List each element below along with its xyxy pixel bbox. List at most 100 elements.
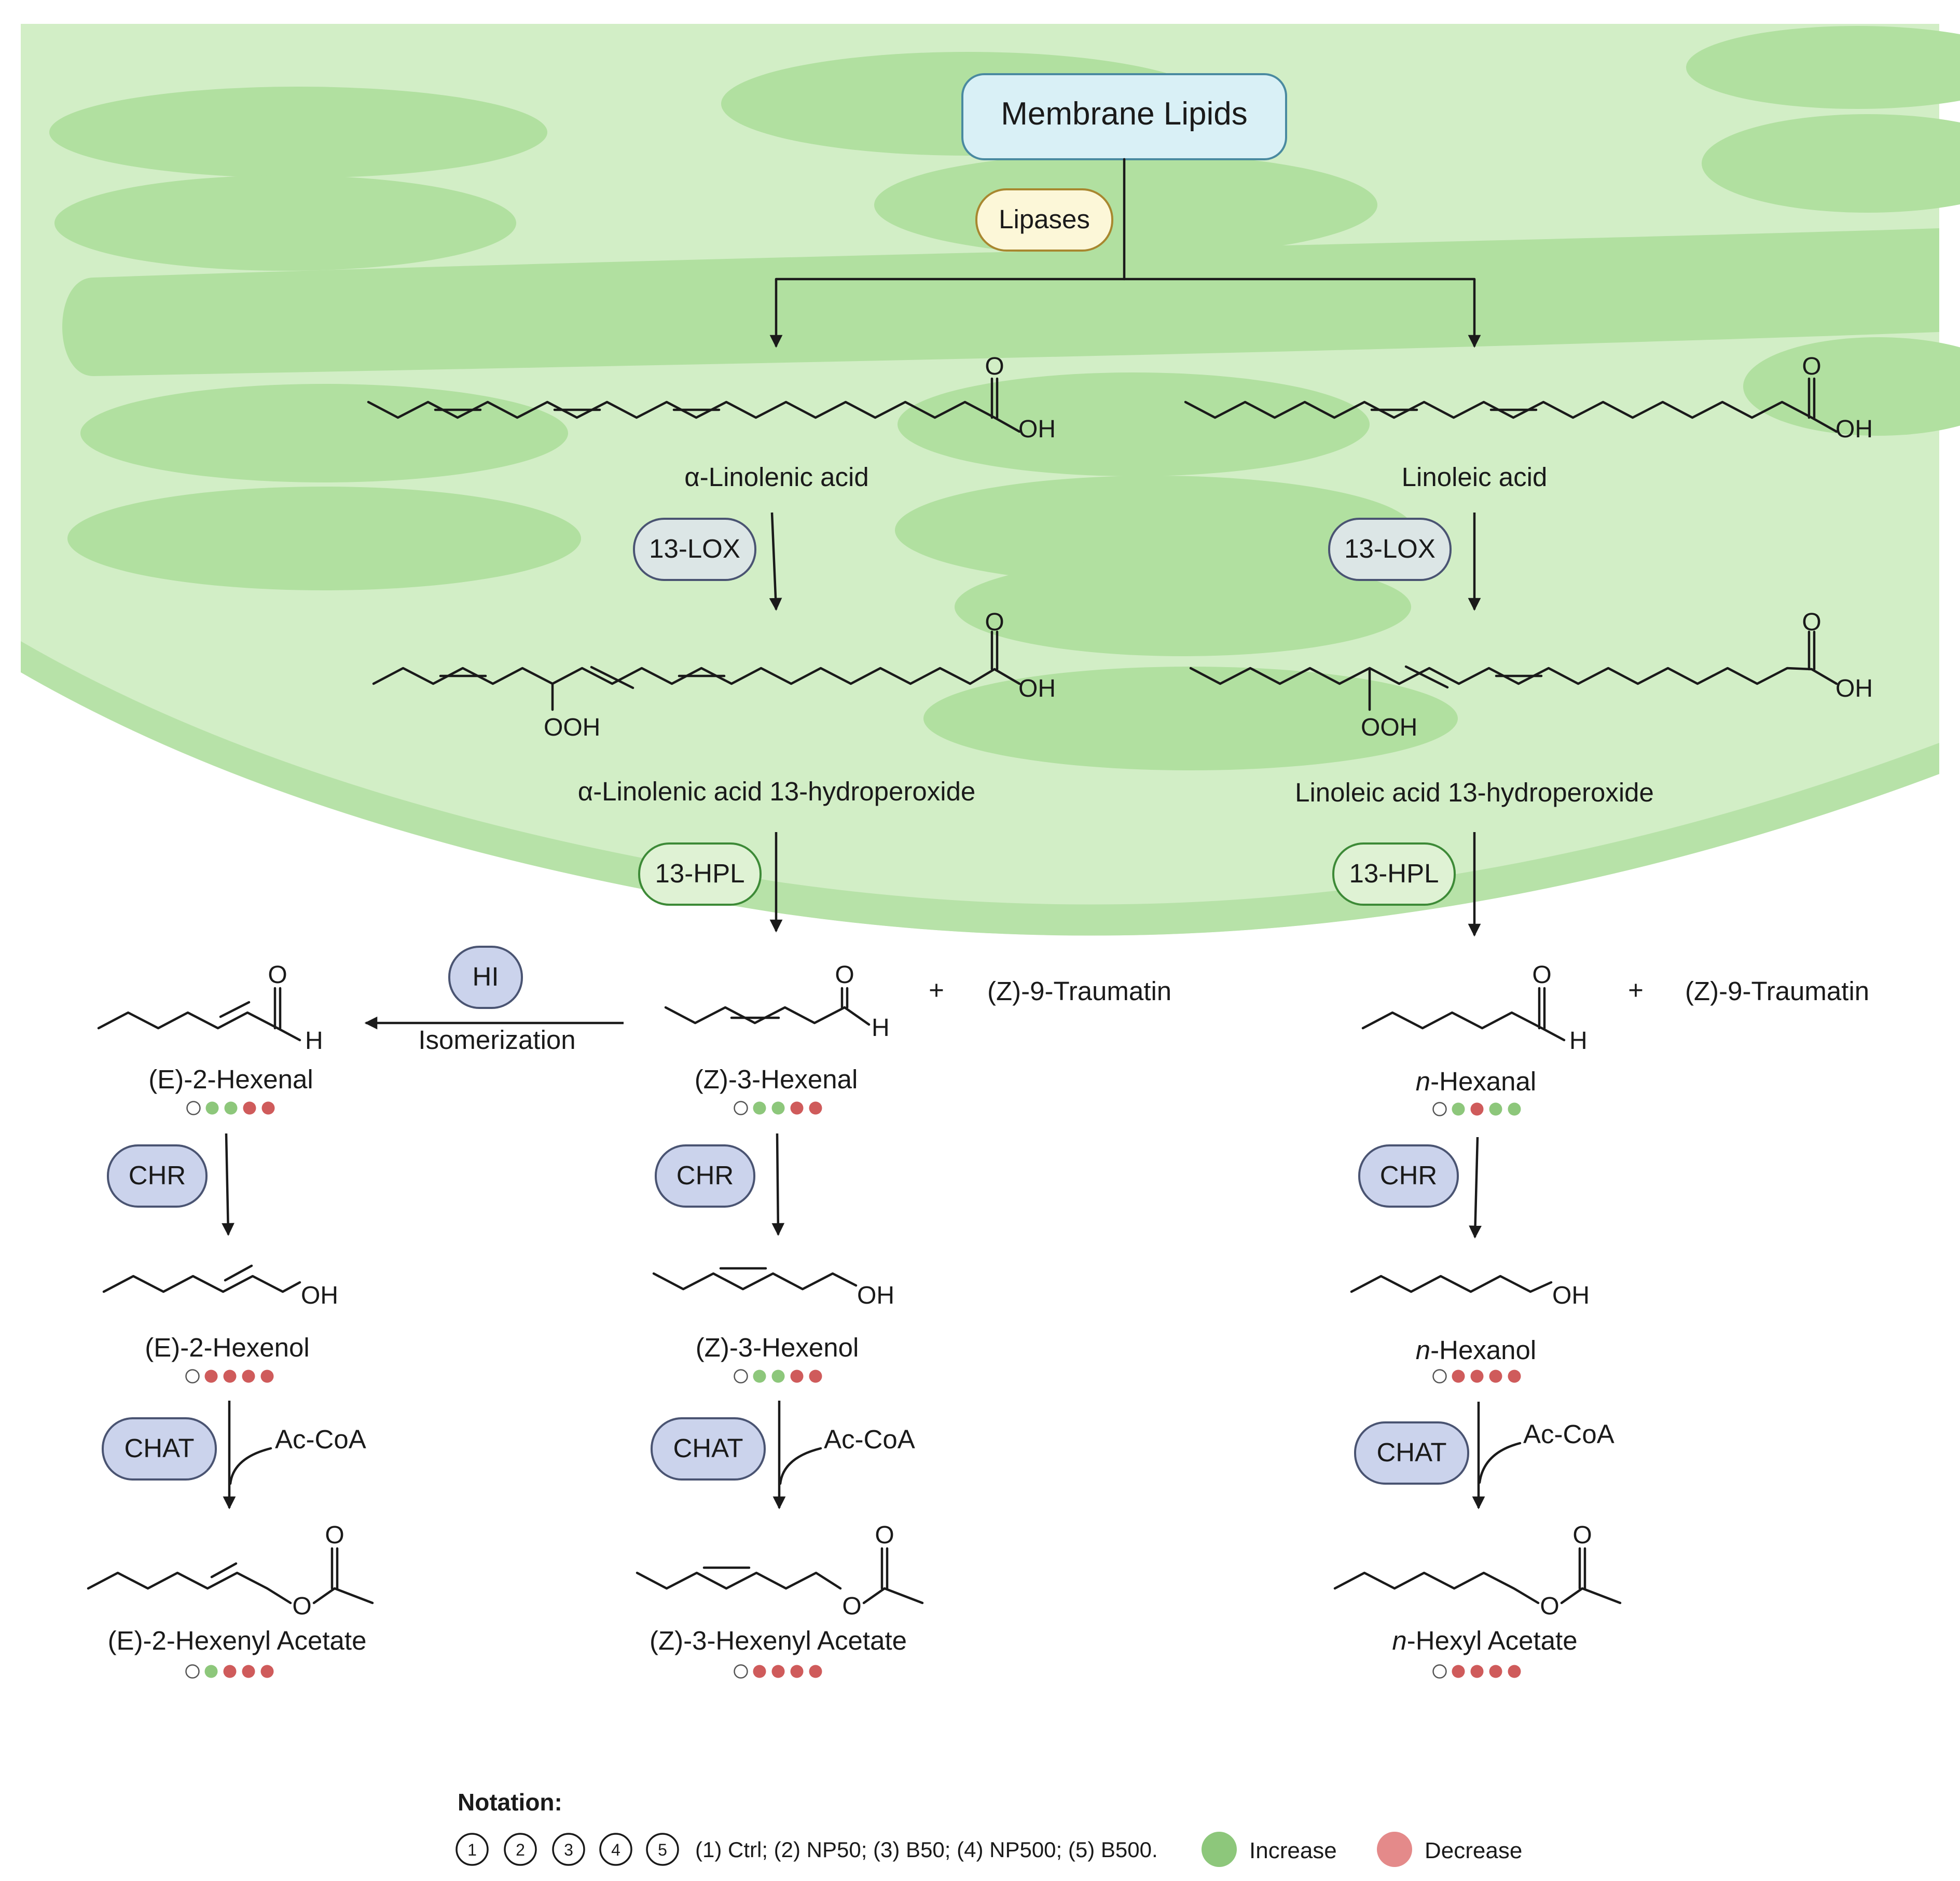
marker-dot-increase — [224, 1101, 238, 1115]
legend-number-circle — [504, 1833, 537, 1866]
ester-oxygen-atom: O — [842, 1593, 861, 1620]
ester-bond — [862, 1587, 924, 1605]
marker-dot-decrease — [223, 1370, 237, 1383]
carbon-chain — [1361, 1011, 1543, 1030]
aldehyde-h-bond — [843, 1006, 871, 1026]
legend-decrease-label: Decrease — [1425, 1838, 1522, 1863]
acoa-curve-2 — [779, 1447, 822, 1485]
top-connectors — [769, 158, 1481, 348]
thylakoid — [67, 487, 581, 590]
hydroxyl-group: OH — [1018, 675, 1056, 702]
plus-sign: + — [929, 975, 944, 1005]
arrow-13-lox-left — [769, 512, 782, 611]
carbon-chain — [664, 1006, 846, 1025]
chat-label: CHAT — [673, 1433, 743, 1463]
marker-row-n-hexyl-acetate — [1432, 1664, 1521, 1679]
marker-dot-decrease — [1470, 1370, 1484, 1383]
oxygen-atom: O — [835, 961, 854, 989]
traumatin-label: (Z)-9-Traumatin — [987, 976, 1171, 1006]
carbon-chain — [1333, 1571, 1540, 1605]
aldehyde-h-bond — [1540, 1027, 1566, 1042]
hpl-pill — [1332, 842, 1456, 906]
marker-dot-increase — [204, 1665, 218, 1678]
enzyme-13-lox-right: 13-LOX — [1328, 518, 1452, 581]
reaction-arrows — [222, 512, 1522, 1510]
legend-treatments: (1) Ctrl; (2) NP50; (3) B50; (4) NP500; … — [695, 1837, 1158, 1862]
oxygen-atom: O — [1532, 961, 1551, 989]
structure-z-3-hexenal: O H — [664, 961, 890, 1042]
marker-dot-increase — [753, 1370, 766, 1383]
legend-increase-label: Increase — [1249, 1838, 1337, 1863]
name-suffix: -Hexyl Acetate — [1407, 1626, 1578, 1655]
ester-bond — [312, 1587, 374, 1605]
oxygen-atom: O — [1572, 1522, 1592, 1549]
legend-number: 4 — [599, 1833, 632, 1866]
arrow-chr-2 — [771, 1133, 785, 1236]
marker-dot-decrease — [1489, 1665, 1502, 1678]
hydrogen-atom: H — [1569, 1027, 1588, 1055]
structure-e-2-hexenyl-acetate: O O — [87, 1522, 374, 1620]
compound-name-n-hexyl-acetate: n-Hexyl Acetate — [1392, 1626, 1577, 1655]
italic-prefix: n — [1416, 1335, 1430, 1365]
ester-oxygen-atom: O — [1540, 1593, 1559, 1620]
chat-pill — [1354, 1421, 1469, 1485]
chat-label: CHAT — [1376, 1437, 1446, 1467]
structure-e-2-hexenal: O H — [97, 961, 323, 1055]
enzyme-chat-2: CHAT — [651, 1417, 766, 1481]
compound-name-e-2-hexenol: (E)-2-Hexenol — [145, 1333, 309, 1362]
marker-dot-increase — [771, 1101, 785, 1115]
marker-dot-decrease — [1470, 1102, 1484, 1116]
marker-row-n-hexanal — [1432, 1102, 1521, 1116]
hydrogen-atom: H — [872, 1014, 890, 1042]
lipases-label: Lipases — [999, 204, 1090, 234]
structure-n-hexanol: OH — [1350, 1275, 1590, 1309]
compound-name-e-2-hexenyl-acetate: (E)-2-Hexenyl Acetate — [108, 1626, 367, 1655]
marker-dot-decrease — [242, 1665, 255, 1678]
structure-alpha-linolenic-acid: O OH — [367, 353, 1056, 443]
lox-pill — [633, 518, 756, 581]
structure-e-2-hexenol: OH — [102, 1264, 338, 1309]
marker-dot-ctrl — [734, 1369, 748, 1384]
marker-row-e-2-hexenyl-acetate — [185, 1664, 274, 1679]
marker-dot-decrease — [260, 1370, 274, 1383]
marker-dot-increase — [771, 1370, 785, 1383]
thylakoid — [80, 384, 568, 482]
marker-dot-decrease — [1508, 1665, 1521, 1678]
compound-name-n-hexanol: n-Hexanol — [1416, 1335, 1536, 1365]
legend-number-text: 5 — [658, 1841, 667, 1859]
marker-dot-decrease — [809, 1101, 822, 1115]
marker-row-z-3-hexenal — [734, 1101, 822, 1115]
marker-dot-decrease — [790, 1101, 804, 1115]
legend-increase-swatch — [1202, 1832, 1237, 1867]
marker-dot-decrease — [753, 1665, 766, 1678]
marker-dot-decrease — [809, 1370, 822, 1383]
compound-name-z-3-hexenol: (Z)-3-Hexenol — [696, 1333, 859, 1362]
oxygen-atom: O — [325, 1522, 344, 1549]
legend-number: 3 — [552, 1833, 585, 1866]
oxygen-atom: O — [1802, 608, 1821, 636]
isomerization-label: Isomerization — [418, 1025, 575, 1055]
hydroxyl-group: OH — [1835, 675, 1873, 702]
carbon-chain — [87, 1571, 292, 1605]
enzyme-lipases: Lipases — [975, 188, 1113, 252]
marker-dot-ctrl — [1432, 1664, 1447, 1679]
carbon-chain — [97, 1011, 279, 1030]
marker-dot-decrease — [243, 1101, 256, 1115]
enzyme-13-hpl-left: 13-HPL — [638, 842, 762, 906]
oxygen-atom: O — [268, 961, 287, 989]
marker-dot-ctrl — [185, 1369, 200, 1384]
legend-number: 5 — [646, 1833, 679, 1866]
legend-number-circle — [646, 1833, 679, 1866]
enzyme-hi: HI — [448, 946, 523, 1009]
marker-dot-decrease — [1470, 1665, 1484, 1678]
legend-number-text: 3 — [564, 1841, 573, 1859]
structure-linoleic-acid-13-hydroperoxide: O OH OOH — [1189, 608, 1873, 741]
marker-dot-decrease — [1489, 1370, 1502, 1383]
compound-name-e-2-hexenal: (E)-2-Hexenal — [148, 1064, 313, 1094]
lox-pill — [1328, 518, 1452, 581]
hydroperoxy-group: OOH — [544, 714, 600, 741]
cell-background — [21, 24, 1960, 936]
hydroxyl-bond — [1810, 668, 1838, 685]
marker-dot-ctrl — [185, 1664, 200, 1679]
